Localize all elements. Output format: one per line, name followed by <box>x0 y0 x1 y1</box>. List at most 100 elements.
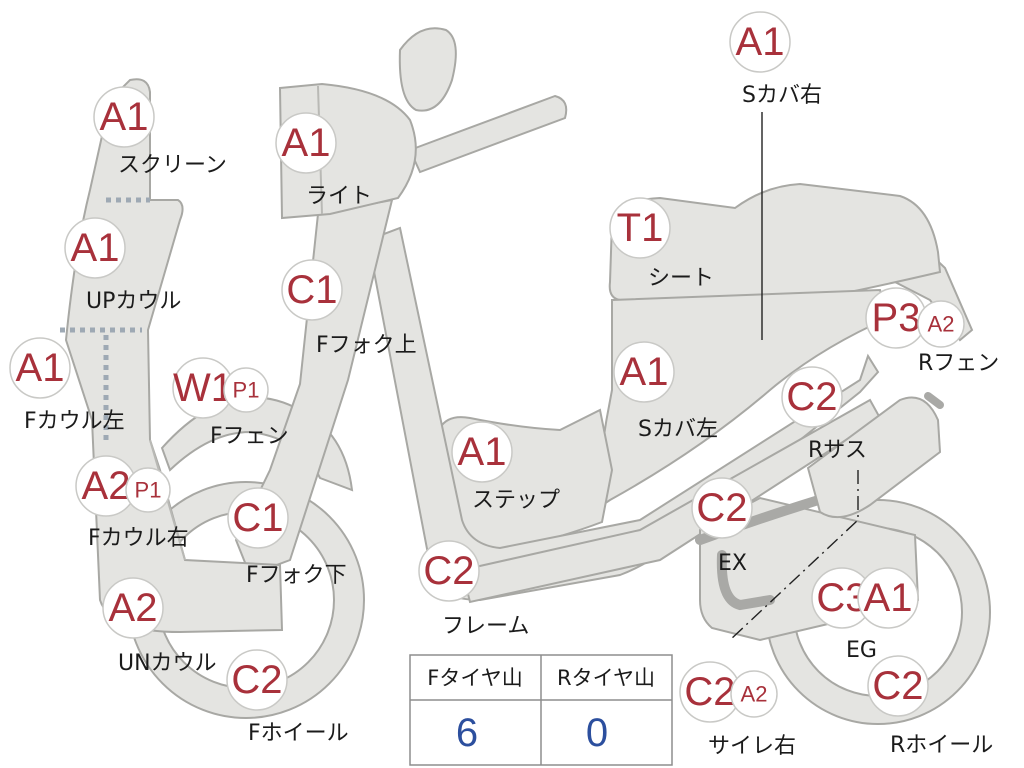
part-label-f-cowl-l: Fカウル左 <box>24 409 125 434</box>
grade-code: A1 <box>864 576 913 620</box>
grade-badge-f-fork-l-0: C1 <box>227 487 289 549</box>
grade-badge-r-wheel-0: C2 <box>867 655 929 717</box>
grade-code: C2 <box>684 670 735 714</box>
part-label-ex: EX <box>718 551 747 576</box>
mirror-shape <box>398 27 457 112</box>
part-label-up-cowl: UPカウル <box>86 289 181 314</box>
grade-code: A1 <box>458 430 507 474</box>
leader-lines <box>729 112 859 641</box>
grade-badge-circle <box>64 217 126 279</box>
grade-badge-un-cowl-0: A2 <box>102 577 164 639</box>
part-label-s-cover-l: Sカバ左 <box>638 417 718 442</box>
part-label-eg: EG <box>846 638 877 663</box>
grade-badge-s-cover-l-0: A1 <box>613 341 675 403</box>
grade-code: C2 <box>872 664 923 708</box>
grade-code: P3 <box>872 296 921 340</box>
grade-badge-up-cowl-0: A1 <box>64 217 126 279</box>
grade-code: A1 <box>620 350 669 394</box>
part-label-s-cover-r: Sカバ右 <box>742 83 822 108</box>
grade-badge-circle <box>857 567 919 629</box>
part-label-f-wheel: Fホイール <box>248 721 349 746</box>
part-label-r-fen: Rフェン <box>918 351 999 376</box>
front-tire-header: Fタイヤ山 <box>427 666 522 690</box>
part-label-light: ライト <box>306 184 372 209</box>
grade-badge-circle <box>93 86 155 148</box>
grade-badge-circle <box>223 367 269 413</box>
grade-badge-f-fen-0: W1 <box>172 357 234 419</box>
grade-code: P1 <box>135 478 162 503</box>
grade-code: T1 <box>617 206 664 250</box>
part-label-f-fork-l: Fフォク下 <box>246 563 347 588</box>
grade-badge-seat-0: T1 <box>609 197 671 259</box>
grade-code: W1 <box>173 366 233 410</box>
rear-tire-value: 0 <box>586 711 608 755</box>
part-label-frame: フレーム <box>442 614 529 639</box>
rear-tire-header: Rタイヤ山 <box>557 666 655 690</box>
grade-code: A1 <box>736 20 785 64</box>
grade-badge-eg-1: A1 <box>857 567 919 629</box>
grade-code: A2 <box>82 464 131 508</box>
grade-badge-ex-0: C2 <box>691 477 753 539</box>
grade-code: A2 <box>741 682 768 707</box>
grade-badge-circle <box>451 421 513 483</box>
grade-code: A2 <box>928 312 955 337</box>
grade-badge-circle <box>730 670 778 718</box>
grade-badge-f-cowl-r-1: P1 <box>125 467 171 513</box>
tire-tread-table: Fタイヤ山 Rタイヤ山 6 0 <box>409 654 673 766</box>
grade-badge-circle <box>125 467 171 513</box>
grade-badge-r-sus-0: C2 <box>781 366 843 428</box>
grade-code: A1 <box>100 95 149 139</box>
front-tire-value: 6 <box>456 711 478 755</box>
grade-badge-frame-0: C2 <box>418 540 480 602</box>
grade-badge-s-cover-r-0: A1 <box>729 11 791 73</box>
grade-badge-circle <box>609 197 671 259</box>
grade-badge-r-fen-1: A2 <box>917 300 965 348</box>
part-label-step: ステップ <box>472 488 560 513</box>
grade-code: A1 <box>71 226 120 270</box>
grade-code: C2 <box>231 658 282 702</box>
part-label-un-cowl: UNカウル <box>118 651 217 676</box>
part-label-f-fork-u: Fフォク上 <box>316 333 417 358</box>
grade-code: P1 <box>233 378 260 403</box>
handlebar-shape <box>408 94 568 174</box>
grade-code: C1 <box>286 268 337 312</box>
grade-badge-circle <box>691 477 753 539</box>
grade-badge-circle <box>102 577 164 639</box>
part-labels: スクリーン UPカウル Fカウル左 Fカウル右 UNカウル ライト Fフォク上 Fフェン Fフォ… <box>24 83 999 759</box>
grade-badge-f-wheel-0: C2 <box>226 649 288 711</box>
grade-code: C2 <box>696 486 747 530</box>
grade-badge-step-0: A1 <box>451 421 513 483</box>
part-label-f-cowl-r: Fカウル右 <box>88 526 189 551</box>
grade-badge-f-fen-1: P1 <box>223 367 269 413</box>
grade-badge-circle <box>226 649 288 711</box>
grade-code: C1 <box>232 496 283 540</box>
grade-badge-circle <box>281 259 343 321</box>
grade-badge-f-cowl-l-0: A1 <box>9 337 71 399</box>
part-label-silencer-r: サイレ右 <box>708 734 796 759</box>
grade-badge-circle <box>275 112 337 174</box>
grade-badge-screen-0: A1 <box>93 86 155 148</box>
grade-badge-light-0: A1 <box>275 112 337 174</box>
part-label-seat: シート <box>648 266 714 291</box>
grade-badge-silencer-r-0: C2 <box>679 661 741 723</box>
grade-code: C2 <box>786 375 837 419</box>
grade-code: A2 <box>109 586 158 630</box>
grade-badge-circle <box>917 300 965 348</box>
suspension-rod-shape <box>924 392 944 409</box>
grade-badge-f-fork-u-0: C1 <box>281 259 343 321</box>
part-label-r-sus: Rサス <box>808 438 867 463</box>
grade-badge-circle <box>418 540 480 602</box>
grade-badge-circle <box>867 655 929 717</box>
leader-silencer <box>729 470 859 641</box>
grade-code: A1 <box>16 346 65 390</box>
grade-badge-circle <box>729 11 791 73</box>
part-label-screen: スクリーン <box>118 153 227 178</box>
grade-code: A1 <box>282 121 331 165</box>
part-label-r-wheel: Rホイール <box>890 733 993 758</box>
grade-badge-circle <box>781 366 843 428</box>
part-label-f-fen: Fフェン <box>210 424 289 449</box>
grade-badge-circle <box>227 487 289 549</box>
grade-badge-circle <box>9 337 71 399</box>
grade-badge-f-cowl-r-0: A2 <box>75 455 137 517</box>
